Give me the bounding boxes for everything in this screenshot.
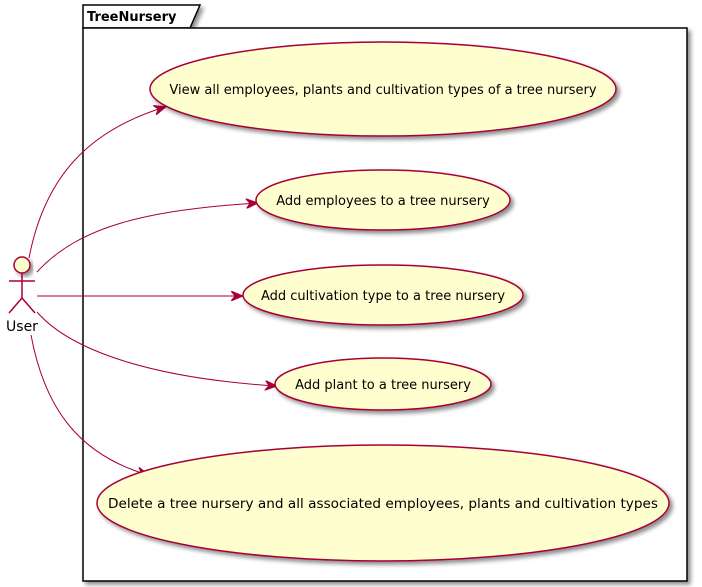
use-case-add-cultivation[interactable]: Add cultivation type to a tree nursery [242,264,524,326]
association-add-plant [36,311,276,386]
use-case-add-employees[interactable]: Add employees to a tree nursery [255,169,511,231]
use-case-label: Add cultivation type to a tree nursery [261,289,505,304]
use-case-ellipse [274,357,492,411]
use-case-label: Add employees to a tree nursery [276,194,490,209]
use-case-ellipse [96,444,670,562]
use-case-label: Delete a tree nursery and all associated… [108,497,658,512]
use-case-delete-nursery[interactable]: Delete a tree nursery and all associated… [96,444,670,562]
use-case-ellipse [149,41,617,137]
use-case-ellipse [242,264,524,326]
associations [28,107,276,475]
association-add-employees [36,203,257,273]
use-case-label: Add plant to a tree nursery [295,378,471,393]
actor-head [13,256,31,274]
use-case-add-plant[interactable]: Add plant to a tree nursery [274,357,492,411]
actor-user[interactable]: User [6,256,38,335]
use-case-label: View all employees, plants and cultivati… [169,83,597,98]
actor-label: User [6,319,38,335]
association-delete-nursery [30,334,148,475]
association-view-all [28,107,165,259]
package-title: TreeNursery [87,10,177,25]
actor-body [8,273,36,314]
use-case-ellipse [255,169,511,231]
use-case-view-all[interactable]: View all employees, plants and cultivati… [149,41,617,137]
